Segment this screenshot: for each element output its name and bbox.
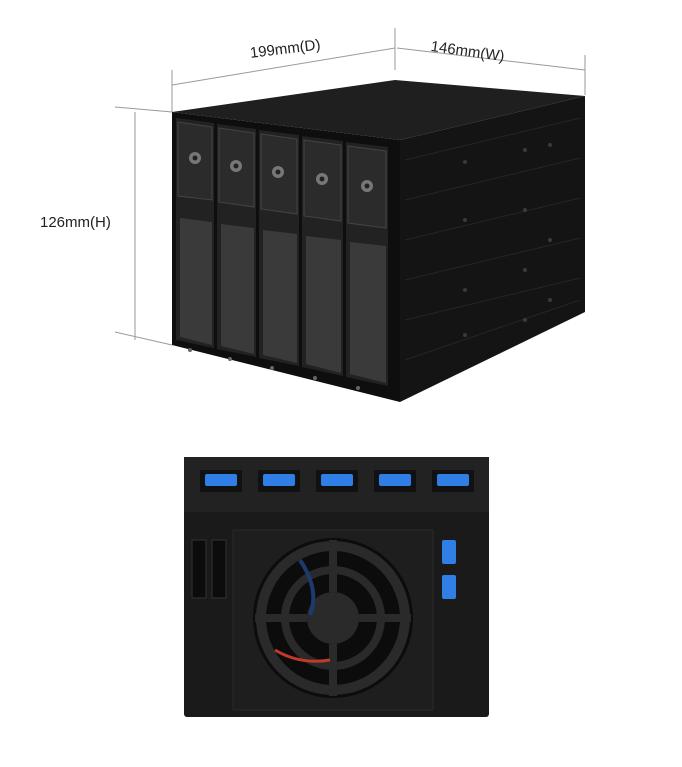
enclosure-3d [172, 80, 585, 402]
drive-tray-3 [259, 130, 299, 366]
height-extension-top [114, 106, 173, 113]
width-dimension-line [396, 47, 586, 71]
power-connector-1 [191, 539, 207, 599]
enclosure-top [172, 80, 585, 140]
sata-ports [200, 470, 474, 492]
sata-port-5 [432, 470, 474, 492]
sata-port-2 [258, 470, 300, 492]
drive-tray-2 [217, 124, 256, 357]
switch-2 [442, 575, 456, 599]
depth-dimension-line [171, 47, 396, 86]
switch-1 [442, 540, 456, 564]
fan-icon [253, 538, 413, 698]
sata-port-1 [200, 470, 242, 492]
drive-tray-5 [346, 142, 388, 386]
sata-port-3 [316, 470, 358, 492]
drive-tray-4 [302, 136, 343, 376]
drive-tray-1 [176, 118, 214, 348]
sata-port-4 [374, 470, 416, 492]
enclosure-back [184, 457, 489, 717]
height-label: 126mm(H) [40, 214, 111, 231]
enclosure-side [400, 96, 585, 402]
height-extension-bottom [114, 331, 173, 346]
power-connector-2 [211, 539, 227, 599]
dimension-lines [114, 28, 586, 346]
